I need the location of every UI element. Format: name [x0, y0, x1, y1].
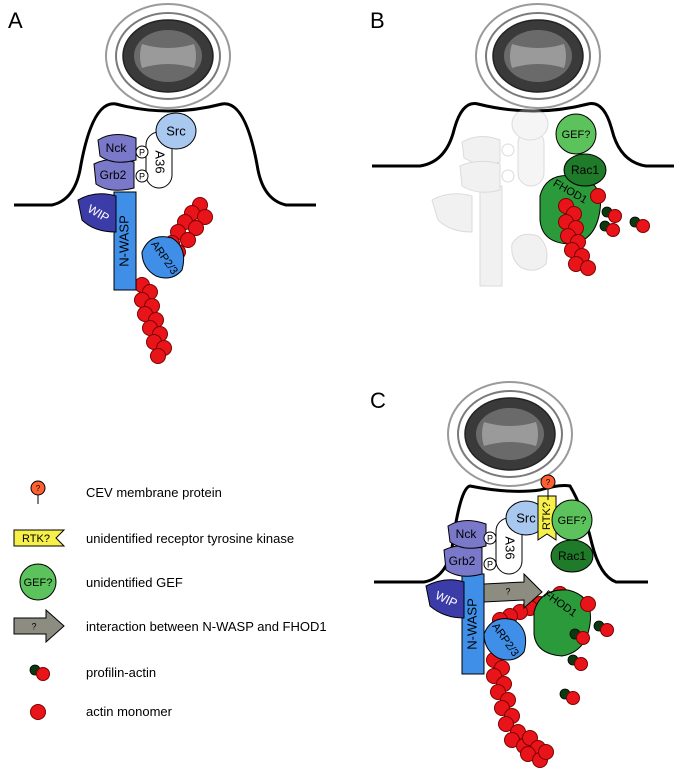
a36-a-label: A36	[153, 150, 168, 173]
rac1-c	[550, 539, 594, 573]
gef-icon	[19, 563, 57, 601]
virion-b-icon	[475, 3, 601, 109]
wip-a	[77, 193, 117, 233]
nck-a-label: Nck	[106, 141, 128, 155]
nck-a	[97, 134, 137, 163]
panel-a: A N-WASP ARP2/3 WIP Grb2 Nck A36	[8, 3, 316, 364]
nwasp-a	[113, 191, 137, 291]
ghost-complex-b	[431, 107, 549, 287]
legend-item-rtk: RTK? unidentified receptor tyrosine kina…	[13, 529, 294, 547]
panel-a-letter: A	[8, 8, 23, 33]
nwasp-a-label: N-WASP	[116, 215, 131, 267]
panel-b: B FHOD1 Rac1	[370, 3, 674, 287]
a36-c-label: A36	[503, 536, 518, 559]
legend-item-profilin-actin: profilin-actin	[29, 664, 156, 681]
grb2-c-label: Grb2	[449, 554, 476, 568]
grb2-a-label: Grb2	[100, 168, 127, 182]
phospho-a1-label: P	[139, 147, 145, 157]
src-a-label: Src	[166, 123, 186, 138]
cev-membrane-protein-icon	[30, 480, 46, 496]
wip-c	[425, 579, 465, 619]
phospho-c2	[483, 557, 497, 571]
plasma-membrane-b	[372, 102, 674, 168]
panel-c: C FHOD1 N-WASP ARP2/3	[370, 381, 648, 768]
interaction-arrow-c	[483, 572, 543, 610]
legend-label-profilin-actin: profilin-actin	[86, 665, 156, 680]
legend-label-cev: CEV membrane protein	[86, 485, 222, 500]
legend-rtk-text: RTK?	[22, 533, 50, 545]
interaction-arrow-c-label: ?	[505, 586, 510, 596]
gef-b	[555, 113, 597, 155]
legend-item-actin-monomer: actin monomer	[30, 704, 173, 720]
legend-label-gef: unidentified GEF	[86, 575, 183, 590]
cev-protein-c-label: ?	[546, 478, 551, 487]
actin-filament-a	[134, 197, 213, 364]
phospho-a2-label: P	[139, 171, 145, 181]
interaction-arrow-icon	[13, 608, 65, 644]
phospho-c1	[483, 531, 497, 545]
legend-item-cev: ? CEV membrane protein	[30, 480, 222, 504]
legend-label-rtk: unidentified receptor tyrosine kinase	[86, 531, 294, 546]
panel-c-letter: C	[370, 388, 386, 413]
panel-b-letter: B	[370, 8, 385, 33]
gef-b-label: GEF?	[562, 129, 591, 141]
rac1-b-label: Rac1	[571, 163, 599, 177]
src-a	[155, 112, 197, 150]
rtk-c	[537, 495, 557, 541]
actin-filament-b	[558, 188, 650, 276]
profilin-actin-icon	[29, 664, 50, 681]
src-c-label: Src	[516, 510, 536, 525]
phospho-c2-label: P	[487, 559, 493, 569]
legend-label-arrow: interaction between N-WASP and FHOD1	[86, 619, 327, 634]
phospho-c1-label: P	[487, 533, 493, 543]
legend: ? CEV membrane protein RTK? unidentified…	[13, 480, 327, 720]
nck-c-label: Nck	[456, 527, 478, 541]
nwasp-c-label: N-WASP	[464, 598, 479, 650]
virion-c-icon	[447, 381, 573, 487]
grb2-a	[93, 158, 135, 191]
rac1-b	[563, 153, 607, 187]
legend-item-arrow: ? interaction between N-WASP and FHOD1	[13, 608, 327, 644]
virion-a-icon	[105, 3, 231, 109]
rtk-icon	[13, 529, 66, 547]
phospho-a2	[135, 169, 149, 183]
rtk-c-label: RTK?	[541, 502, 553, 530]
legend-item-gef: GEF? unidentified GEF	[19, 563, 183, 601]
arp23-c	[483, 618, 527, 661]
arp23-a	[141, 236, 185, 279]
nck-c	[447, 520, 487, 549]
plasma-membrane-a	[14, 102, 316, 207]
rac1-c-label: Rac1	[558, 549, 586, 563]
phospho-a1	[135, 145, 149, 159]
legend-label-actin-monomer: actin monomer	[86, 704, 173, 719]
legend-arrow-q: ?	[31, 621, 36, 631]
legend-cev-q: ?	[36, 484, 41, 493]
grb2-c	[443, 544, 483, 577]
cev-protein-c	[540, 474, 556, 490]
legend-gef-text: GEF?	[24, 577, 53, 589]
gef-c-label: GEF?	[558, 515, 587, 527]
actin-monomer-icon	[30, 704, 46, 720]
